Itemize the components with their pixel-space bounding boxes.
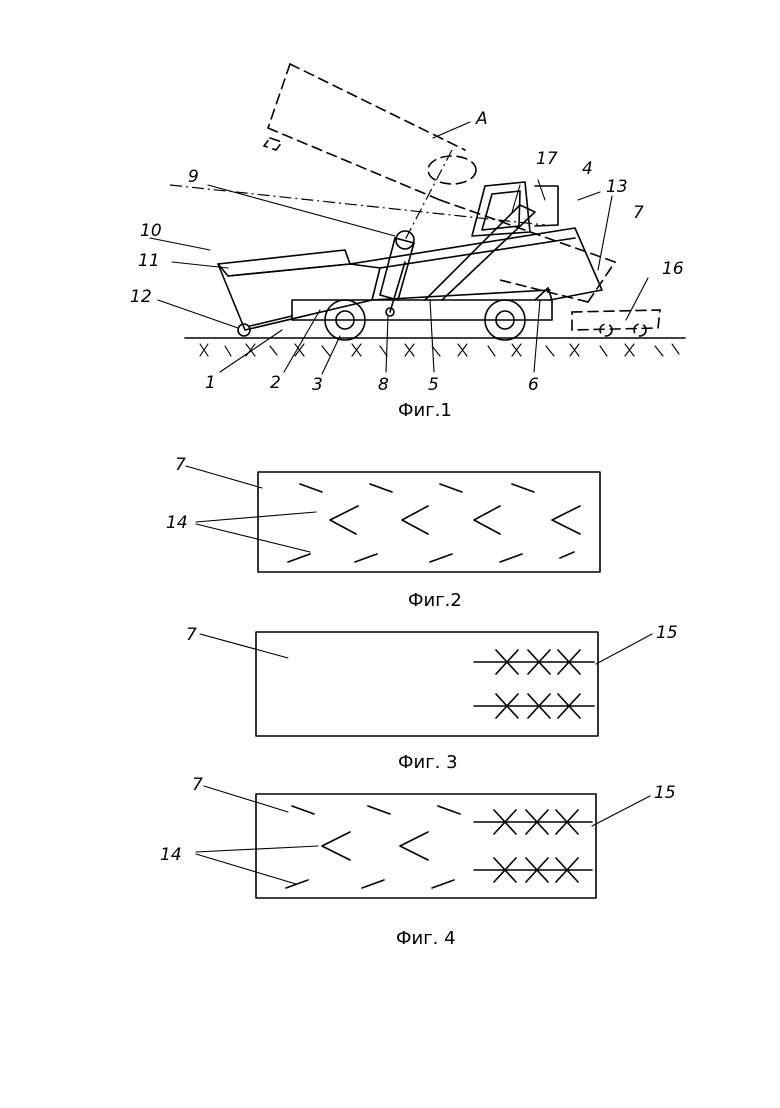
figure-1: A 17 4 13 7 9 10 11 12 16 1 2 3 8 5 6 Фи… — [130, 64, 685, 421]
label-1: 1 — [205, 373, 216, 393]
fig4-label-7: 7 — [192, 775, 203, 795]
chevron-cleats — [286, 806, 460, 888]
label-16: 16 — [662, 259, 684, 279]
label-17: 17 — [536, 149, 558, 169]
fig2-label-7: 7 — [175, 455, 186, 475]
label-13: 13 — [606, 177, 628, 197]
hydraulic-cylinder — [380, 231, 414, 316]
fig4-label-15: 15 — [654, 783, 676, 803]
fig4-label-14: 14 — [160, 845, 182, 865]
label-2: 2 — [270, 373, 281, 393]
label-11: 11 — [138, 251, 160, 271]
fig2-label-14: 14 — [166, 513, 188, 533]
chevron-cleats — [288, 484, 580, 562]
chassis-frame — [250, 300, 552, 326]
fig3-leaders — [200, 634, 652, 664]
fig1-caption: Фиг.1 — [398, 400, 452, 421]
label-12: 12 — [130, 287, 152, 307]
fig2-caption: Фиг.2 — [408, 590, 462, 611]
fig4-caption: Фиг. 4 — [396, 928, 456, 949]
fig3-label-7: 7 — [186, 625, 197, 645]
fig3-label-15: 15 — [656, 623, 678, 643]
fig2-leaders — [186, 466, 316, 552]
label-5: 5 — [428, 375, 439, 395]
label-8: 8 — [378, 375, 389, 395]
label-10: 10 — [140, 221, 162, 241]
cross-rollers — [474, 650, 594, 718]
figure-2: 7 14 Фиг.2 — [166, 455, 600, 611]
label-3: 3 — [312, 375, 323, 395]
leader-lines — [150, 122, 648, 374]
label-9: 9 — [188, 167, 199, 187]
label-A: A — [475, 109, 488, 129]
belt-plan-view — [256, 632, 598, 736]
figure-4: 7 14 15 Фиг. 4 — [160, 775, 676, 949]
label-7: 7 — [633, 203, 644, 223]
ground — [185, 338, 685, 356]
cross-rollers — [474, 810, 592, 882]
fig3-caption: Фиг. 3 — [398, 752, 458, 773]
figure-3: 7 15 Фиг. 3 — [186, 623, 678, 773]
label-6: 6 — [528, 375, 539, 395]
towed-trailer-outline — [572, 310, 660, 336]
label-4: 4 — [582, 159, 593, 179]
